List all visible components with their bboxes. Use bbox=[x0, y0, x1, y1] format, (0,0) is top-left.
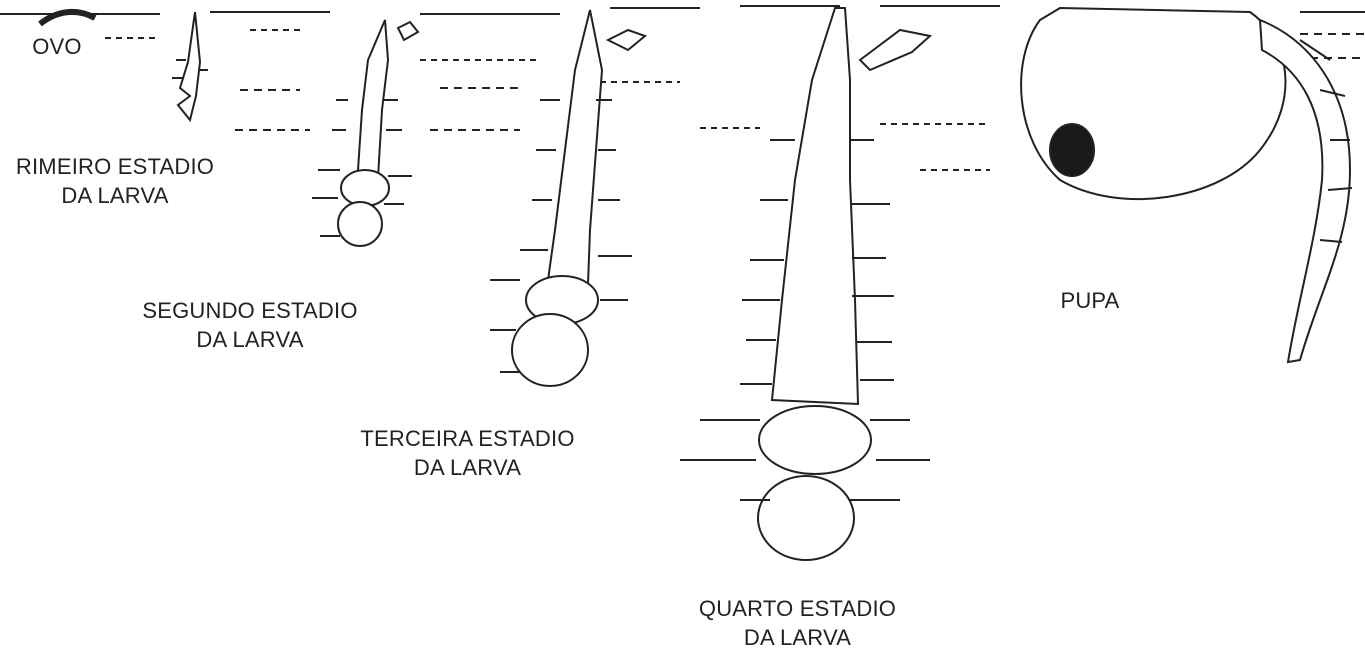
third-instar-larva bbox=[490, 10, 645, 386]
ovo-label: OVO bbox=[22, 32, 92, 61]
pupa-label: PUPA bbox=[1040, 286, 1140, 315]
quarto-estadio-label: QUARTO ESTADIO DA LARVA bbox=[670, 594, 925, 652]
primeiro-estadio-label: RIMEIRO ESTADIO DA LARVA bbox=[0, 152, 230, 210]
primeiro-line-2: DA LARVA bbox=[0, 181, 230, 210]
segundo-line-1: SEGUNDO ESTADIO bbox=[115, 296, 385, 325]
primeiro-line-1: RIMEIRO ESTADIO bbox=[0, 152, 230, 181]
terceira-estadio-label: TERCEIRA ESTADIO DA LARVA bbox=[330, 424, 605, 482]
segundo-estadio-label: SEGUNDO ESTADIO DA LARVA bbox=[115, 296, 385, 354]
ovo-line-1: OVO bbox=[22, 32, 92, 61]
segundo-line-2: DA LARVA bbox=[115, 325, 385, 354]
pupa-line-1: PUPA bbox=[1040, 286, 1140, 315]
terceira-line-1: TERCEIRA ESTADIO bbox=[330, 424, 605, 453]
second-instar-larva bbox=[312, 20, 418, 246]
first-instar-larva bbox=[172, 12, 208, 120]
quarto-line-1: QUARTO ESTADIO bbox=[670, 594, 925, 623]
terceira-line-2: DA LARVA bbox=[330, 453, 605, 482]
fourth-instar-larva bbox=[680, 8, 930, 560]
